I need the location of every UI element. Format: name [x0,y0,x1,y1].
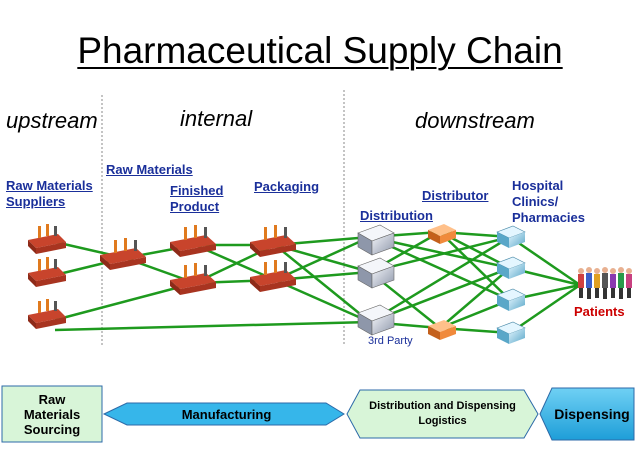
page-title: Pharmaceutical Supply Chain [77,30,563,71]
stage-distribution-logistics [346,389,539,439]
factory-icon-finished-1 [170,225,216,257]
stage-bar [1,385,635,443]
factory-icon-packaging-2 [250,260,296,292]
label-distribution: Distribution [360,208,433,223]
distributor-icon-2 [428,320,456,340]
stage-dispensing-label: Dispensing [554,405,630,422]
label-distributor: Distributor [422,188,489,203]
factory-icon-finished-2 [170,263,216,295]
warehouse-icon-distribution-2 [357,257,395,289]
factory-icon-raw-materials [100,238,146,270]
label-third-party: 3rd Party [368,335,413,347]
hospital-icon-1 [496,225,526,248]
factory-icon-supplier-3 [28,299,66,329]
factory-icon-supplier-2 [28,257,66,287]
label-packaging: Packaging [254,179,320,194]
stage-manufacturing-label: Manufacturing [181,406,272,422]
section-upstream: upstream [6,108,98,133]
hospital-icon-4 [496,321,526,344]
label-patients: Patients [574,304,625,319]
factory-icon-packaging-1 [250,225,296,257]
patients-icon [578,267,632,299]
network-links [54,230,581,335]
stage-raw-materials-sourcing [1,385,103,443]
warehouse-icon-distribution-3 [357,304,395,336]
distributor-icon-1 [428,224,456,244]
stage-manufacturing [102,402,345,426]
hospital-icon-3 [496,288,526,311]
warehouse-icon-distribution-1 [357,224,395,256]
hospital-icon-2 [496,256,526,279]
label-raw-materials: Raw Materials [106,162,193,177]
factory-icon-supplier-1 [28,224,66,254]
section-internal: internal [180,106,253,131]
section-downstream: downstream [415,108,535,133]
stage-dispensing [539,387,635,441]
